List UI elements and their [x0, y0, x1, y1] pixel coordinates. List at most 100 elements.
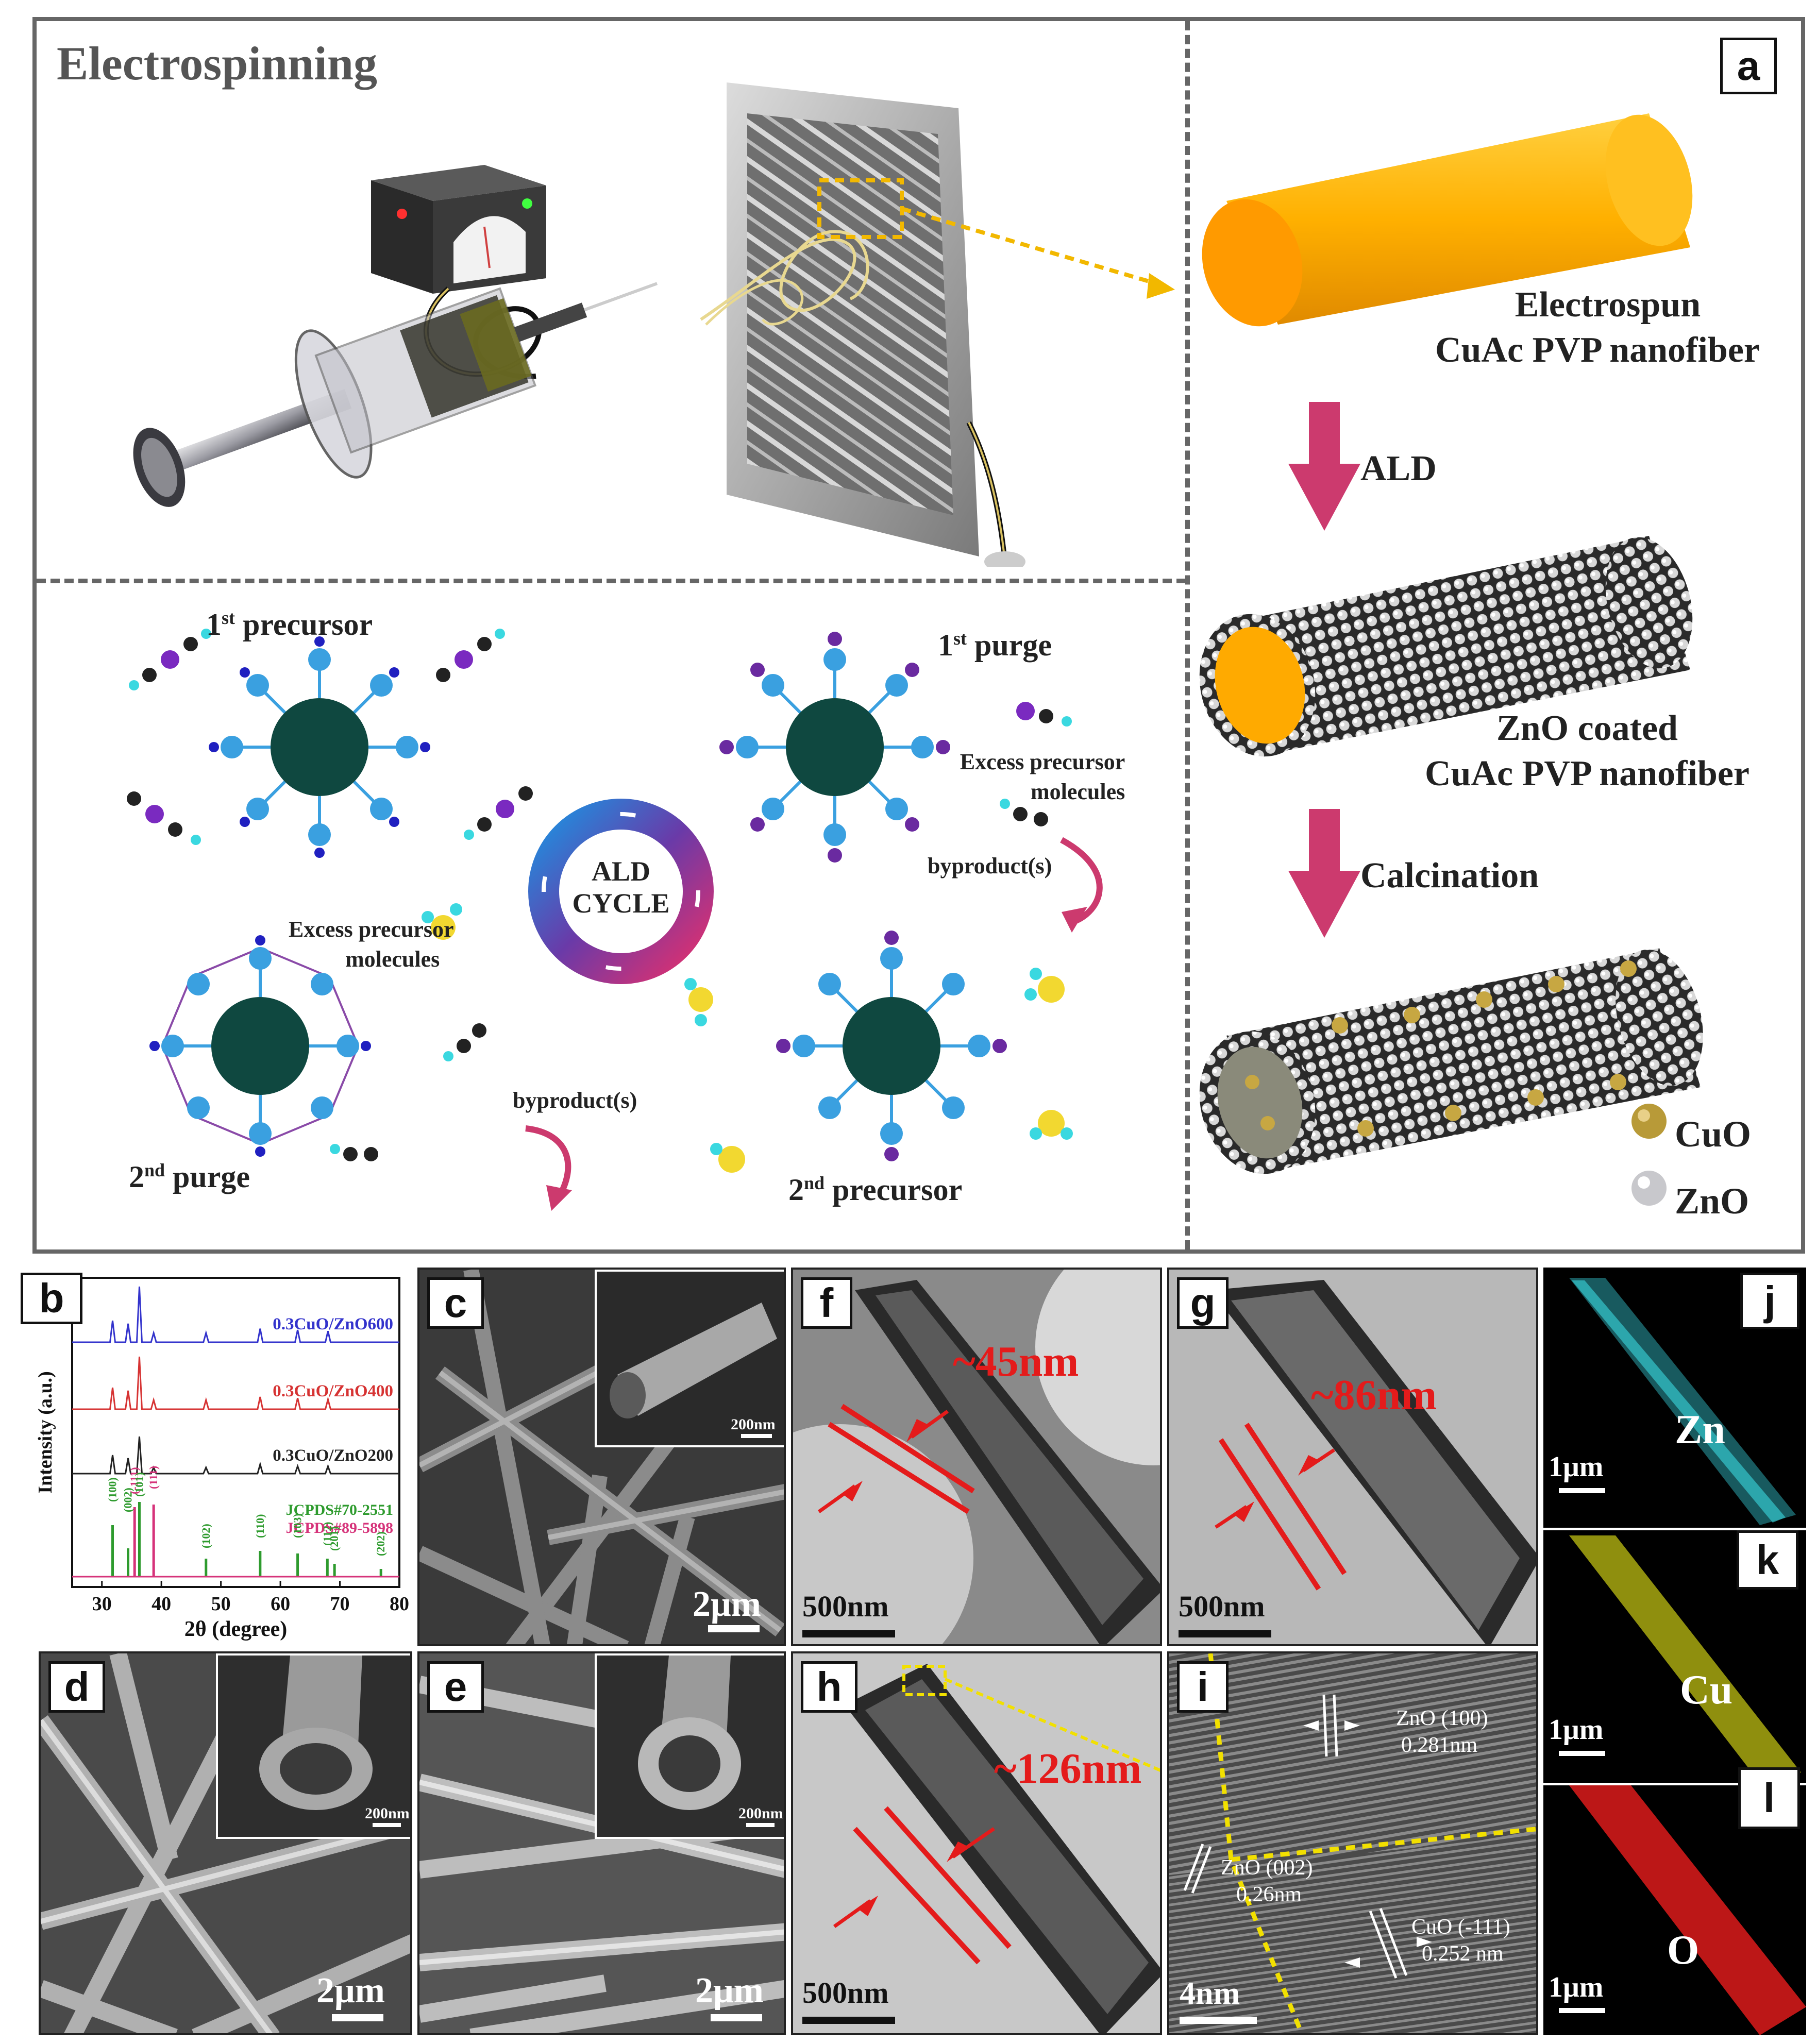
panel-j-scale: 1μm: [1549, 1451, 1604, 1483]
panel-j-scale-bar: [1559, 1488, 1605, 1493]
first-purge-num: 1: [938, 628, 953, 662]
panel-i-lattice: [1169, 1653, 1536, 2033]
panel-e-scale-bar: [711, 2014, 762, 2021]
plot-frame: [71, 1277, 400, 1588]
panel-i-zno100-b: 0.281nm: [1401, 1733, 1478, 1757]
core-second-precursor: [776, 931, 1007, 1161]
panel-j-map: [1569, 1278, 1796, 1525]
panel-c-label: c: [427, 1277, 484, 1329]
panel-l-scale: 1μm: [1549, 1971, 1604, 2003]
panel-d-scale-text: 2μm: [316, 1971, 385, 2011]
panel-g-scale-bar: [1179, 1630, 1271, 1637]
fiber-sequence-illustration: [1199, 113, 1703, 1206]
divider-horizontal: [37, 579, 1186, 583]
panel-k-eds-cu: k Cu 1μm: [1543, 1530, 1806, 1783]
ald-arrow: [1309, 402, 1340, 469]
second-precursor-text: precursor: [825, 1173, 963, 1207]
panel-g-label: g: [1177, 1277, 1229, 1329]
panel-c-inset-scale-text: 200nm: [731, 1416, 776, 1433]
panel-d-inset-tube: [259, 1656, 373, 1810]
panel-c-scale-bar: [708, 1625, 760, 1632]
core-first-purge: [719, 632, 950, 863]
peak-index-label: (112): [321, 1522, 333, 1546]
panel-k-element: Cu: [1680, 1667, 1733, 1713]
panel-j-element: Zn: [1675, 1407, 1725, 1452]
panel-l-label: l: [1738, 1767, 1800, 1829]
panel-j-label: j: [1740, 1273, 1799, 1329]
second-purge-num: 2: [129, 1160, 144, 1194]
x-tick-label: 30: [92, 1593, 112, 1615]
panel-c-inset-scale-bar: [741, 1434, 772, 1438]
reference-label-1: JCPDS#70-2551: [286, 1501, 393, 1518]
panel-c-inset: 200nm: [595, 1270, 784, 1447]
xrd-series-label: 0.3CuO/ZnO600: [273, 1315, 393, 1333]
peak-index-label: (101): [132, 1472, 145, 1497]
cuo-legend-icon: [1631, 1104, 1667, 1139]
first-precursor-label: 1st precursor: [206, 607, 373, 643]
calcination-label: Calcination: [1360, 856, 1539, 896]
panel-k-scale: 1μm: [1549, 1714, 1604, 1746]
panel-f-tube: [793, 1270, 1160, 1644]
ald-cycle-illustration: [127, 629, 1103, 1211]
second-precursor-num: 2: [788, 1173, 804, 1207]
x-tick-label: 50: [211, 1593, 231, 1615]
panel-b-label: b: [21, 1273, 82, 1324]
xrd-series-line: [72, 1436, 399, 1475]
curved-arrow-icon: [1060, 837, 1103, 925]
panel-c-inset-tube: [610, 1303, 777, 1418]
peak-index-label: (-111): [128, 1467, 141, 1494]
x-axis-label: 2θ (degree): [184, 1617, 288, 1641]
panel-l-map: [1569, 1785, 1806, 2035]
panel-d-inset-scale-bar: [373, 1823, 401, 1827]
electrospinning-title: Electrospinning: [57, 37, 377, 90]
panel-f-thickness: ~45nm: [953, 1338, 1079, 1386]
first-purge-sup: st: [953, 628, 967, 649]
panel-i-cuo: CuO (-111) 0.252 nm: [1411, 1914, 1510, 1967]
schematic-frame: [32, 17, 1805, 1254]
excess-2-line1: Excess precursor: [289, 917, 454, 942]
core-second-purge: [149, 935, 371, 1157]
first-purge-label: 1st purge: [938, 628, 1052, 663]
panel-g-tem: g ~86nm 500nm: [1167, 1268, 1538, 1646]
electrospinning-illustration: [133, 82, 1175, 567]
panel-e-inset-scale-text: 200nm: [738, 1805, 783, 1822]
panel-i-scale-bar: [1180, 2017, 1257, 2024]
panel-i-hrtem: i ZnO (100) 0.281nm ZnO (002) 0.26nm CuO…: [1167, 1651, 1538, 2035]
core-first-precursor: [209, 636, 430, 858]
excess-1-line2: molecules: [1031, 779, 1125, 804]
panel-h-scale-bar: [802, 2017, 895, 2024]
excess-precursor-1: Excess precursor molecules: [953, 747, 1125, 807]
panel-h-thickness: ~126nm: [994, 1745, 1142, 1793]
panel-i-zno002-b: 0.26nm: [1236, 1883, 1302, 1906]
ald-cycle-line1: ALD: [591, 856, 650, 887]
panel-d-label: d: [48, 1661, 105, 1713]
panel-i-zno002: ZnO (002) 0.26nm: [1221, 1854, 1313, 1908]
panel-e-label: e: [427, 1661, 484, 1713]
panel-i-scale-text: 4nm: [1180, 1976, 1240, 2011]
first-precursor-text: precursor: [235, 607, 373, 641]
step2-line1: ZnO coated: [1496, 708, 1678, 748]
panel-e-inset-scale-bar: [746, 1823, 775, 1827]
panel-l-scale-bar: [1559, 2008, 1605, 2013]
panel-g-thickness: ~86nm: [1311, 1371, 1437, 1419]
peak-index-label: (002): [122, 1488, 134, 1512]
panel-d-scale-bar: [332, 2014, 383, 2021]
panel-d-inset-scale-text: 200nm: [365, 1805, 410, 1822]
panel-f-tem: f ~45nm 500nm: [791, 1268, 1162, 1646]
first-purge-text: purge: [967, 628, 1052, 662]
divider-vertical: [1185, 21, 1190, 1249]
x-tick-label: 40: [152, 1593, 171, 1615]
step1-line2: CuAc PVP nanofiber: [1435, 330, 1760, 370]
panel-c-scale-text: 2μm: [693, 1584, 761, 1624]
peak-index-label: (110): [254, 1514, 266, 1538]
panel-e-sem: 200nm e 2μm: [417, 1651, 786, 2035]
panel-i-zno100: ZnO (100) 0.281nm: [1396, 1705, 1488, 1759]
panel-h-tem: h ~126nm 500nm: [791, 1651, 1162, 2035]
xrd-series-label: 0.3CuO/ZnO200: [273, 1446, 393, 1465]
peak-index-label: (102): [199, 1524, 212, 1548]
panel-i-zno002-a: ZnO (002): [1221, 1856, 1313, 1880]
panel-h-scale-text: 500nm: [802, 1976, 889, 2009]
byproduct-label-1: byproduct(s): [928, 853, 1052, 879]
x-tick-label: 70: [330, 1593, 350, 1615]
